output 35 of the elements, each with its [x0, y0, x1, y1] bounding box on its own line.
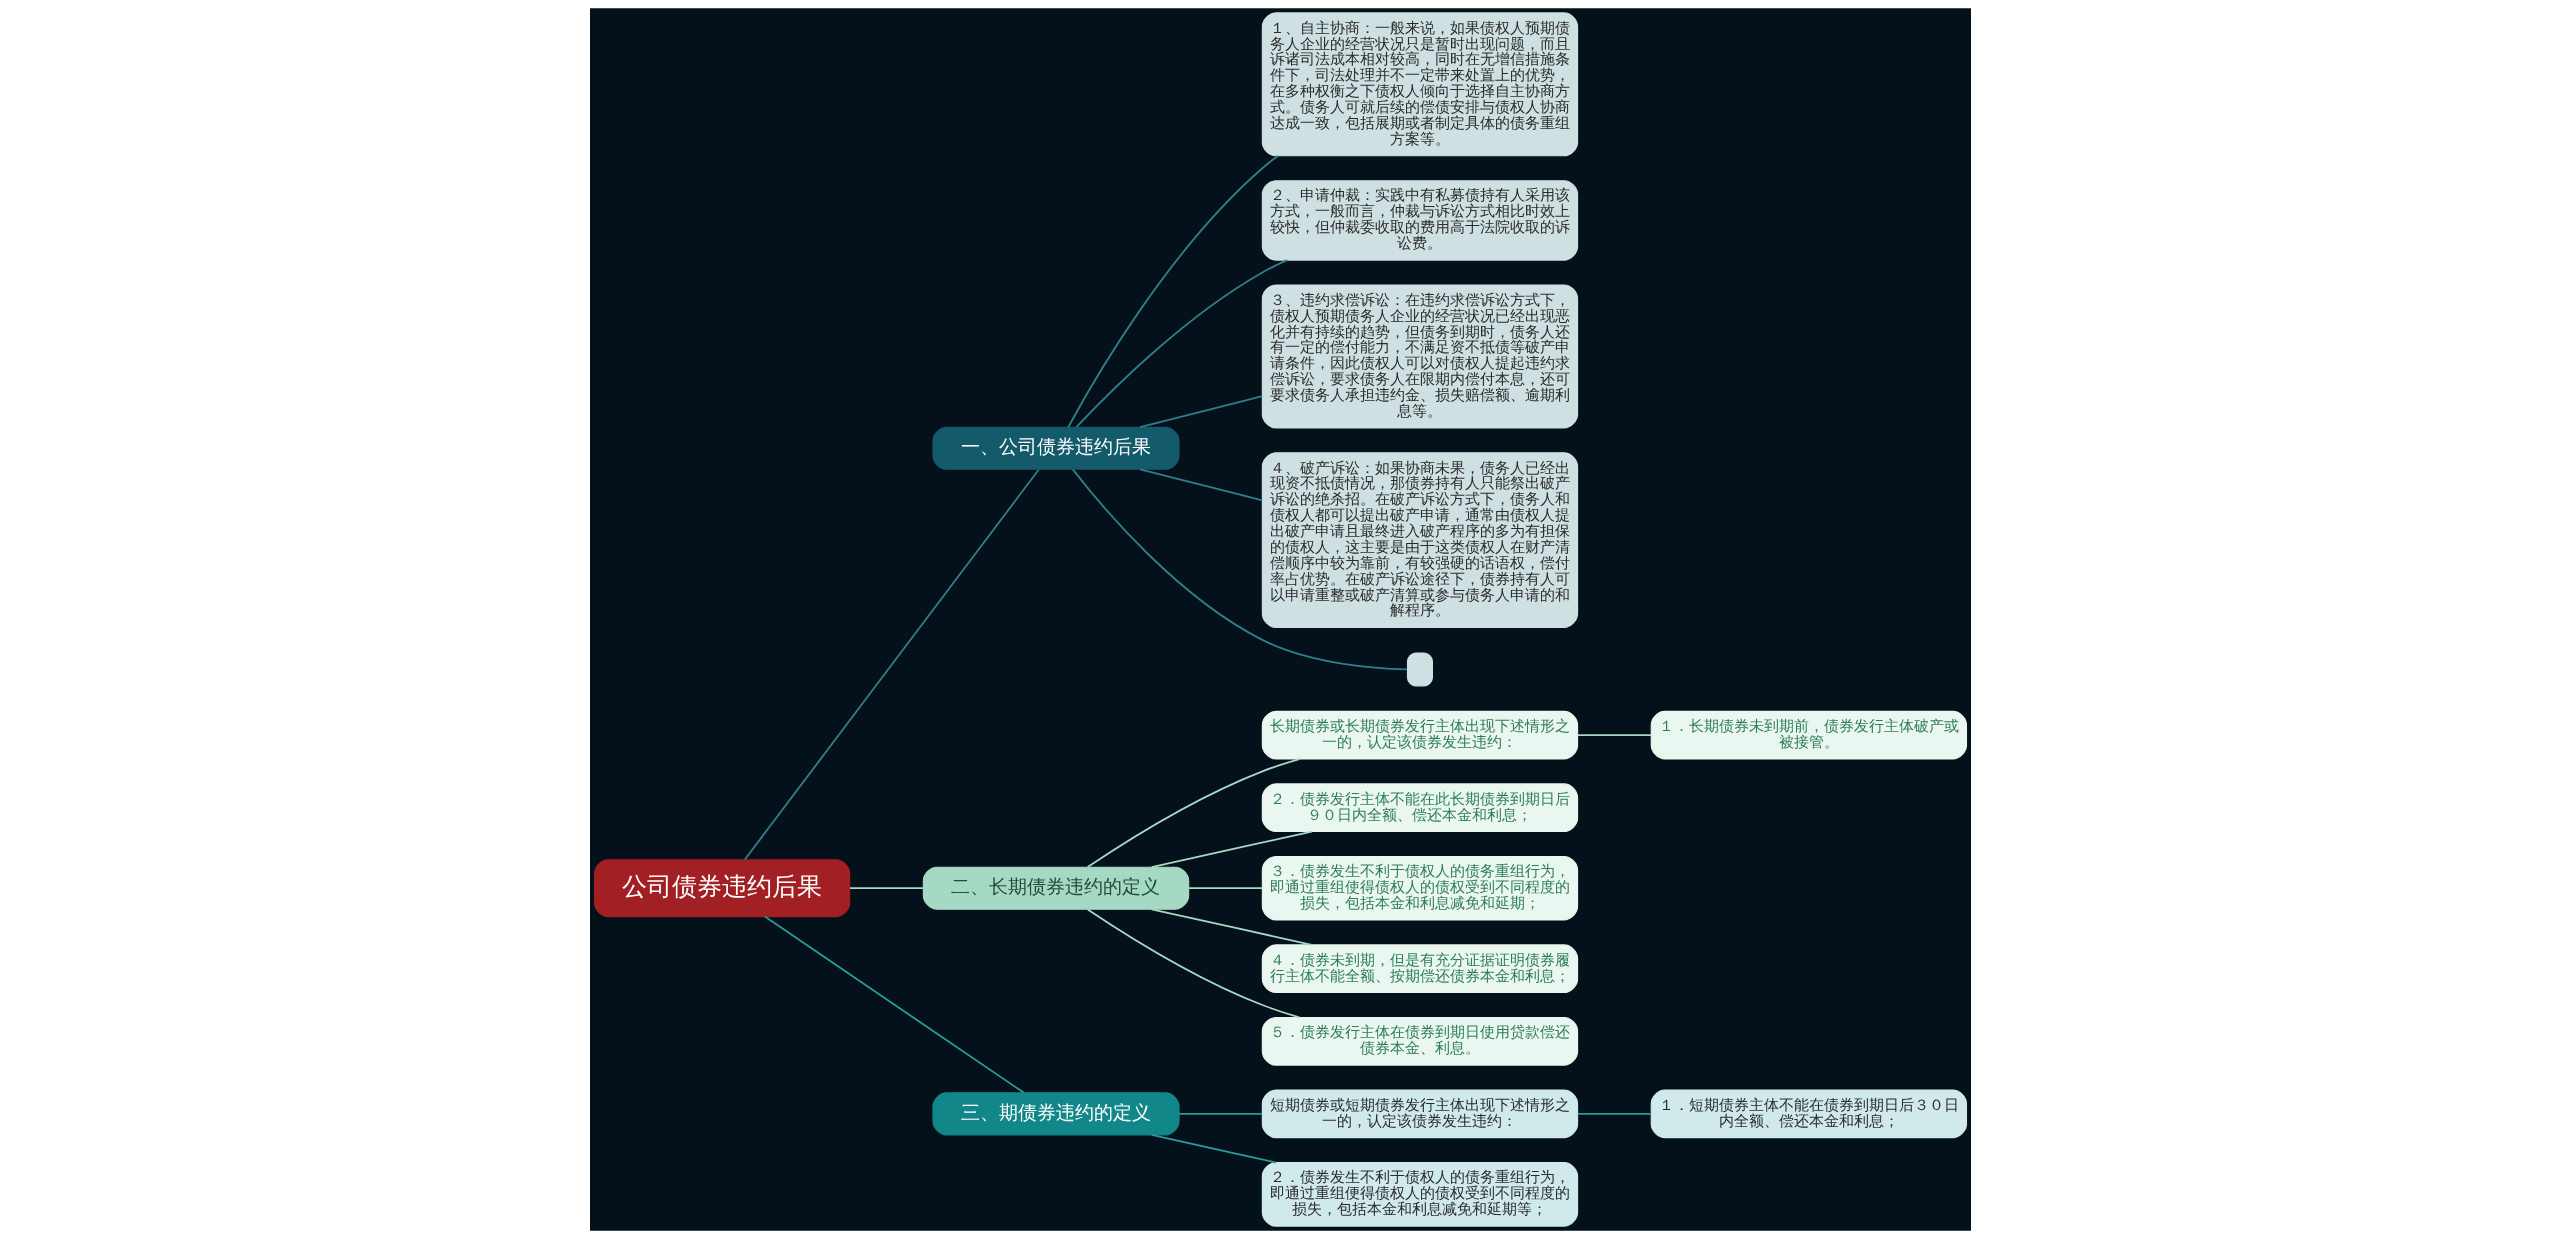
node-box: 公司债券违约后果: [593, 859, 850, 918]
connector: [1074, 259, 1288, 429]
node-box: ５．债券发行主体在债券到期日使用贷款偿还债券本金、利息。: [1261, 1016, 1578, 1066]
node-box: １、自主协商：一般来说，如果债权人预期债务人企业的经营状况只是暂时出现问题，而且诉诸司法成本相对较高，同时在无增信措施条件下，司法处理并不一定带来处置上的优势，在多种权衡之下债权人倾向于选择自主协商方式。债务人可就后续的偿债安排与债权人协商达成一致，包括展期或者制定具体的债务重组方案等。: [1261, 12, 1578, 157]
node-box: １．短期债券主体不能在债券到期日后３０日内全额、偿还本金和利息；: [1650, 1089, 1967, 1139]
node-box: 二、长期债券违约的定义: [922, 866, 1189, 910]
connector: [1071, 468, 1408, 671]
node-box: 短期债券或短期债券发行主体出现下述情形之一的，认定该债券发生违约：: [1261, 1089, 1578, 1139]
node-box: １．长期债券未到期前，债券发行主体破产或被接管。: [1650, 710, 1967, 760]
connector: [1150, 830, 1313, 869]
connector: [1086, 908, 1300, 1019]
connector: [1138, 395, 1263, 429]
node-box: ３．债券发生不利于债权人的债务重组行为，即通过重组使得债权人的债权受到不同程度的损失，包括本金和利息减免和延期；: [1261, 855, 1578, 921]
connector: [848, 887, 924, 890]
connector: [1177, 1112, 1263, 1115]
node-box: ４．债券未到期，但是有充分证据证明债券履行主体不能全额、按期偿还债券本金和利息；: [1261, 944, 1578, 994]
node-box: ４、破产诉讼：如果协商未果，债务人已经出现资不抵债情况，那债券持有人只能祭出破产诉讼的绝杀招。在破产诉讼方式下，债务人和债权人都可以提出破产申请，通常由债权人提出破产申请且最终进入破产程序的多为有担保的债权人，这主要是由于这类债权人在财产清偿顺序中较为靠前，有较强硬的话语权，偿付率占优势。在破产诉讼途径下，债券持有人可以申请重整或破产清算或参与债务人申请的和解程序。: [1261, 452, 1578, 628]
node-box: 一、公司债券违约后果: [931, 426, 1180, 470]
node-box: 三、期债券违约的定义: [931, 1092, 1180, 1136]
connector: [1576, 1112, 1652, 1115]
connector: [763, 915, 1025, 1094]
node-box: 长期债券或长期债券发行主体出现下述情形之一的，认定该债券发生违约：: [1261, 710, 1578, 760]
connector: [1086, 758, 1300, 868]
node-box: [1406, 652, 1433, 687]
connector: [1187, 887, 1263, 890]
connector: [1150, 1134, 1277, 1164]
connector: [743, 468, 1040, 861]
connector: [1150, 908, 1313, 946]
node-box: ２．债券发生不利于债权人的债务重组行为，即通过重组便得债权人的债权受到不同程度的损失，包括本金和利息减免和延期等；: [1261, 1162, 1578, 1227]
node-box: ２、申请仲裁：实践中有私募债持有人采用该方式，一般而言，仲裁与诉讼方式相比时效上较快，但仲裁委收取的费用高于法院收取的诉讼费。: [1261, 180, 1578, 261]
node-box: ３、违约求偿诉讼：在违约求偿诉讼方式下，债权人预期债务人企业的经营状况已经出现恶化并有持续的趋势，但债务到期时，债务人还有一定的偿付能力，不满足资不抵债等破产申请条件，因此债权人可以对债权人提起违约求偿诉讼，要求债务人在限期内偿付本息，还可要求债务人承担违约金、损失赔偿额、逾期利息等。: [1261, 284, 1578, 429]
connector: [1066, 155, 1279, 429]
connector: [1138, 468, 1263, 502]
connector: [1576, 734, 1652, 737]
node-box: ２．债券发行主体不能在此长期债券到期日后９０日内全额、偿还本金和利息；: [1261, 783, 1578, 833]
